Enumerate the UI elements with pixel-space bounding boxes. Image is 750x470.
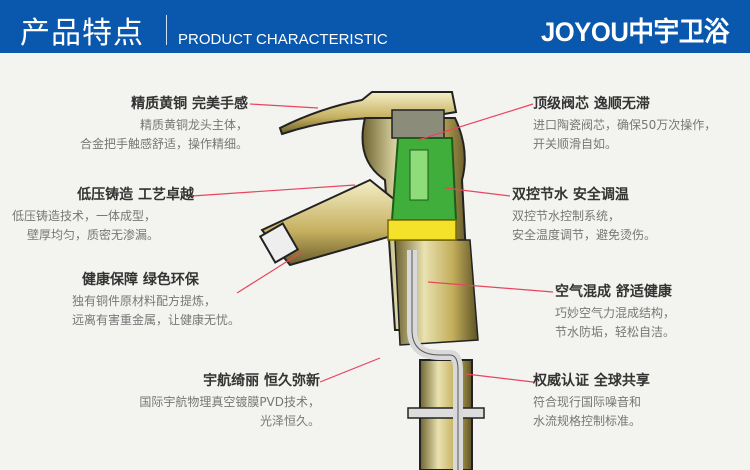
- feature-desc: 低压铸造技术，一体成型，: [12, 209, 157, 223]
- feature-title: 顶级阀芯 逸顺无滞: [533, 96, 650, 112]
- leader-lines: [191, 103, 554, 383]
- feature-title: 空气混成 舒适健康: [555, 284, 672, 300]
- feature-low-pressure-casting: 低压铸造 工艺卓越 低压铸造技术，一体成型， 壁厚均匀，质密无渗漏。: [0, 186, 194, 245]
- feature-desc: 双控节水控制系统，: [512, 209, 621, 223]
- feature-desc: 壁厚均匀，质密无渗漏。: [27, 228, 160, 242]
- feature-desc: 节水防垢，轻松自洁。: [555, 325, 676, 339]
- feature-desc: 开关顺滑自如。: [533, 137, 618, 151]
- page-subtitle: PRODUCT CHARACTERISTIC: [178, 31, 388, 48]
- feature-desc: 合金把手触感舒适，操作精细。: [79, 137, 248, 151]
- feature-aerator: 空气混成 舒适健康 巧妙空气力混成结构， 节水防垢，轻松自洁。: [555, 283, 675, 342]
- feature-desc: 水流规格控制标准。: [533, 414, 642, 428]
- valve-cartridge: [387, 109, 458, 241]
- title-divider: [166, 15, 167, 45]
- feature-title: 宇航绮丽 恒久弥新: [203, 373, 320, 389]
- feature-valve-core: 顶级阀芯 逸顺无滞 进口陶瓷阀芯，确保50万次操作， 开关顺滑自如。: [533, 95, 716, 154]
- feature-title: 低压铸造 工艺卓越: [77, 187, 194, 203]
- feature-desc: 光泽恒久。: [259, 414, 320, 428]
- feature-desc: 国际宇航物理真空镀膜PVD技术，: [139, 395, 320, 409]
- feature-desc: 符合现行国际噪音和: [533, 395, 642, 409]
- feature-title: 精质黄铜 完美手感: [131, 96, 248, 112]
- feature-brass-body: 精质黄铜 完美手感 精质黄铜龙头主体， 合金把手触感舒适，操作精细。: [80, 95, 248, 154]
- feature-desc: 独有铜件原材料配方提炼，: [72, 294, 217, 308]
- feature-desc: 精质黄铜龙头主体，: [139, 118, 248, 132]
- faucet-cross-section: [191, 91, 554, 470]
- feature-certification: 权威认证 全球共享 符合现行国际噪音和 水流规格控制标准。: [533, 372, 650, 431]
- feature-desc: 进口陶瓷阀芯，确保50万次操作，: [533, 118, 717, 132]
- header-banner: 产品特点 PRODUCT CHARACTERISTIC JOYOU中宇卫浴: [0, 0, 750, 53]
- feature-title: 双控节水 安全调温: [512, 187, 629, 203]
- feature-pvd-coating: 宇航绮丽 恒久弥新 国际宇航物理真空镀膜PVD技术， 光泽恒久。: [139, 372, 320, 431]
- feature-dual-control: 双控节水 安全调温 双控节水控制系统， 安全温度调节，避免烫伤。: [512, 186, 656, 245]
- feature-title: 权威认证 全球共享: [533, 373, 650, 389]
- page-title: 产品特点: [20, 16, 144, 51]
- brand-logo: JOYOU中宇卫浴: [540, 17, 730, 47]
- feature-desc: 巧妙空气力混成结构，: [555, 306, 676, 320]
- feature-title: 健康保障 绿色环保: [82, 272, 199, 288]
- feature-desc: 远离有害重金属，让健康无忧。: [72, 313, 241, 327]
- feature-health: 健康保障 绿色环保 独有铜件原材料配方提炼， 远离有害重金属，让健康无忧。: [72, 271, 240, 330]
- feature-desc: 安全温度调节，避免烫伤。: [512, 228, 657, 242]
